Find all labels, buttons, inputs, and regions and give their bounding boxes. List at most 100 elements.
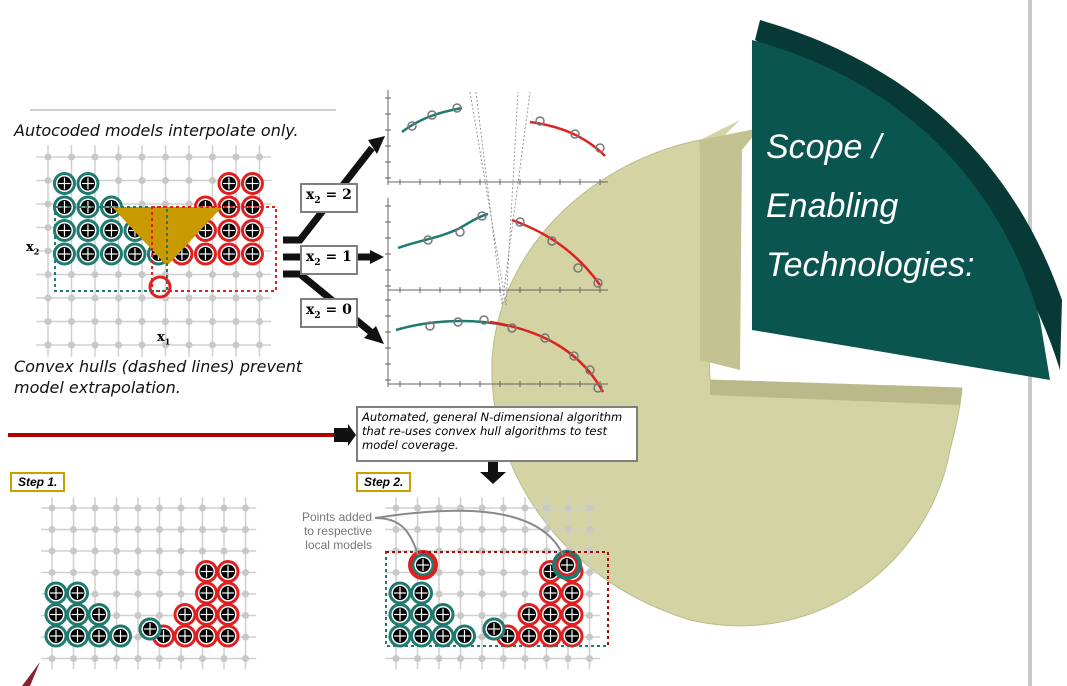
observation-marker (569, 351, 579, 361)
grid-node (232, 341, 240, 349)
grid-node (185, 177, 193, 184)
grid-node (220, 526, 228, 533)
observation-marker (515, 217, 525, 227)
grid-node (256, 341, 263, 349)
grid-node (113, 569, 120, 576)
scope-title-line1: Scope / (766, 128, 882, 166)
grid-node (586, 526, 593, 533)
grid-node (521, 590, 529, 598)
grid-node (521, 526, 529, 533)
grid-node (242, 655, 249, 662)
grid-node (478, 612, 486, 619)
grid-node (177, 547, 185, 555)
observation-marker (585, 365, 595, 375)
grid-node (457, 655, 464, 662)
observation-marker (547, 236, 557, 246)
caption-top: Autocoded models interpolate only. (14, 121, 299, 140)
grid-node (70, 526, 77, 533)
grid-node (134, 633, 142, 641)
grid-node (91, 547, 99, 555)
grid-node (586, 590, 593, 598)
grid-node (232, 294, 240, 302)
observation-marker (595, 143, 605, 153)
caption-bottom-line1: Convex hulls (dashed lines) prevent (14, 357, 303, 376)
grid-node (478, 569, 486, 576)
grid-node (70, 547, 77, 555)
points-note-line2: to respective (303, 524, 372, 538)
grid-node (185, 271, 193, 278)
grid-node (220, 547, 228, 555)
grid-node (156, 590, 163, 598)
scope-title: Scope / Enabling Technologies: (766, 118, 1056, 295)
slice-label-0: x2 = 0 (300, 298, 358, 328)
grid-node (115, 294, 122, 302)
grid-node (113, 655, 120, 662)
scope-panel (752, 20, 1062, 380)
grid-node (134, 612, 142, 619)
grid-node (134, 526, 142, 533)
grid-node (91, 569, 99, 576)
grid-node (232, 271, 240, 278)
grid-node (256, 294, 263, 302)
grid-node (478, 590, 486, 598)
black-arrow-down (480, 462, 506, 484)
note-arrow-2 (374, 509, 564, 556)
grid-node (242, 547, 249, 555)
observation-marker (425, 321, 435, 331)
grid-node (586, 569, 593, 576)
grid-node (91, 153, 99, 161)
grid-node (500, 504, 507, 512)
grid-node (220, 655, 228, 662)
grid-node (115, 318, 122, 325)
grid-node (91, 655, 99, 662)
grid-node (113, 526, 120, 533)
grid-node (457, 590, 464, 598)
grid-node (392, 504, 400, 512)
grid-node (457, 569, 464, 576)
grid-node (177, 504, 185, 512)
grid-node (113, 612, 120, 619)
grid-node (435, 526, 443, 533)
observation-marker (477, 211, 487, 221)
grid-node (199, 526, 206, 533)
grid-node (115, 271, 122, 278)
algorithm-box: Automated, general N-dimensional algorit… (356, 406, 638, 462)
grid-node (70, 504, 77, 512)
grid-node (435, 569, 443, 576)
grid-node (44, 271, 52, 278)
grid-node (457, 612, 464, 619)
observation-marker (573, 263, 583, 273)
observation-marker (535, 116, 545, 126)
grid-node (586, 633, 593, 641)
grid-node (113, 590, 120, 598)
grid-node (256, 318, 263, 325)
grid-node (185, 153, 193, 161)
grid-node (162, 153, 169, 161)
grid-node (48, 526, 56, 533)
grid-node (138, 177, 146, 184)
points-note-line3: local models (305, 538, 372, 552)
grid-node (113, 547, 120, 555)
grid-node (68, 271, 75, 278)
grid-node (392, 655, 400, 662)
grid-node (209, 294, 216, 302)
grid-node (521, 655, 529, 662)
red-fit-curve (489, 320, 605, 393)
grid-node (543, 655, 550, 662)
grid-node (209, 153, 216, 161)
grid-node (134, 547, 142, 555)
observation-marker (427, 110, 437, 120)
grid-node (68, 341, 75, 349)
observation-marker (570, 129, 580, 139)
grid-node (134, 569, 142, 576)
grid-node (185, 200, 193, 208)
grid-node (543, 504, 550, 512)
grid-node (70, 655, 77, 662)
grid-node (586, 504, 593, 512)
note-arrow-1 (374, 517, 419, 556)
grid-node (138, 318, 146, 325)
grid-node (478, 655, 486, 662)
grid-node (414, 504, 421, 512)
grid-node (242, 633, 249, 641)
grid-node (162, 318, 169, 325)
